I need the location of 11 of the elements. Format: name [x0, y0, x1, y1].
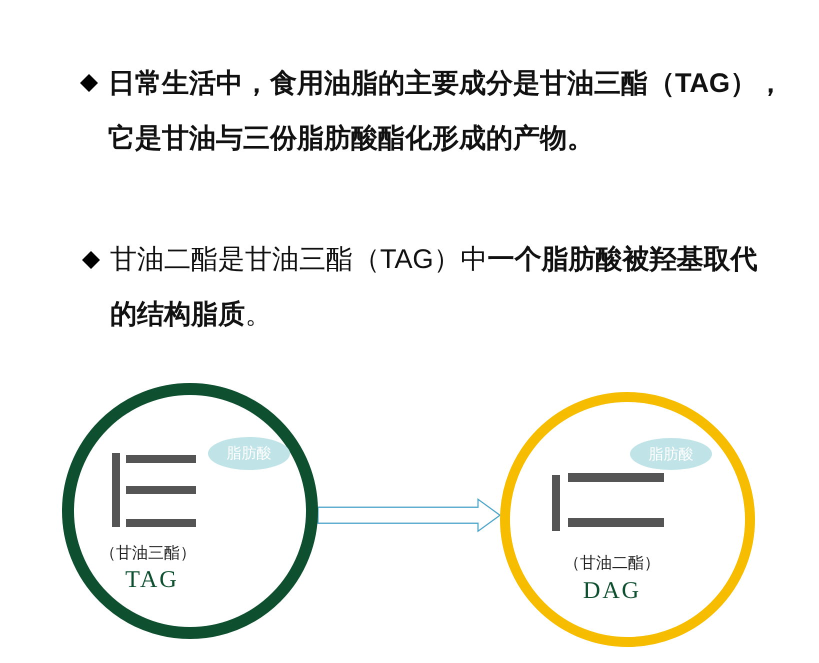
- ellipse-node: 脂肪酸: [208, 437, 290, 470]
- ring-node: [62, 383, 318, 639]
- ellipse-node: 脂肪酸: [630, 438, 712, 470]
- bullet-text: 甘油二酯是甘油三酯（TAG）中一个脂肪酸被羟基取代的结构脂质。: [110, 243, 758, 331]
- bullet-text: 日常生活中，食用油脂的主要成分是甘油三酯（TAG），它是甘油与三份脂肪酸酯化形成的产物。: [108, 67, 785, 155]
- ring-node: [500, 392, 755, 647]
- abbreviation-text: TAG: [125, 567, 179, 594]
- abbreviation-text: DAG: [583, 578, 641, 605]
- caption-text: （甘油二酯）: [564, 554, 660, 574]
- caption-text: （甘油三酯）: [100, 544, 196, 564]
- block-arrow: [317, 498, 502, 532]
